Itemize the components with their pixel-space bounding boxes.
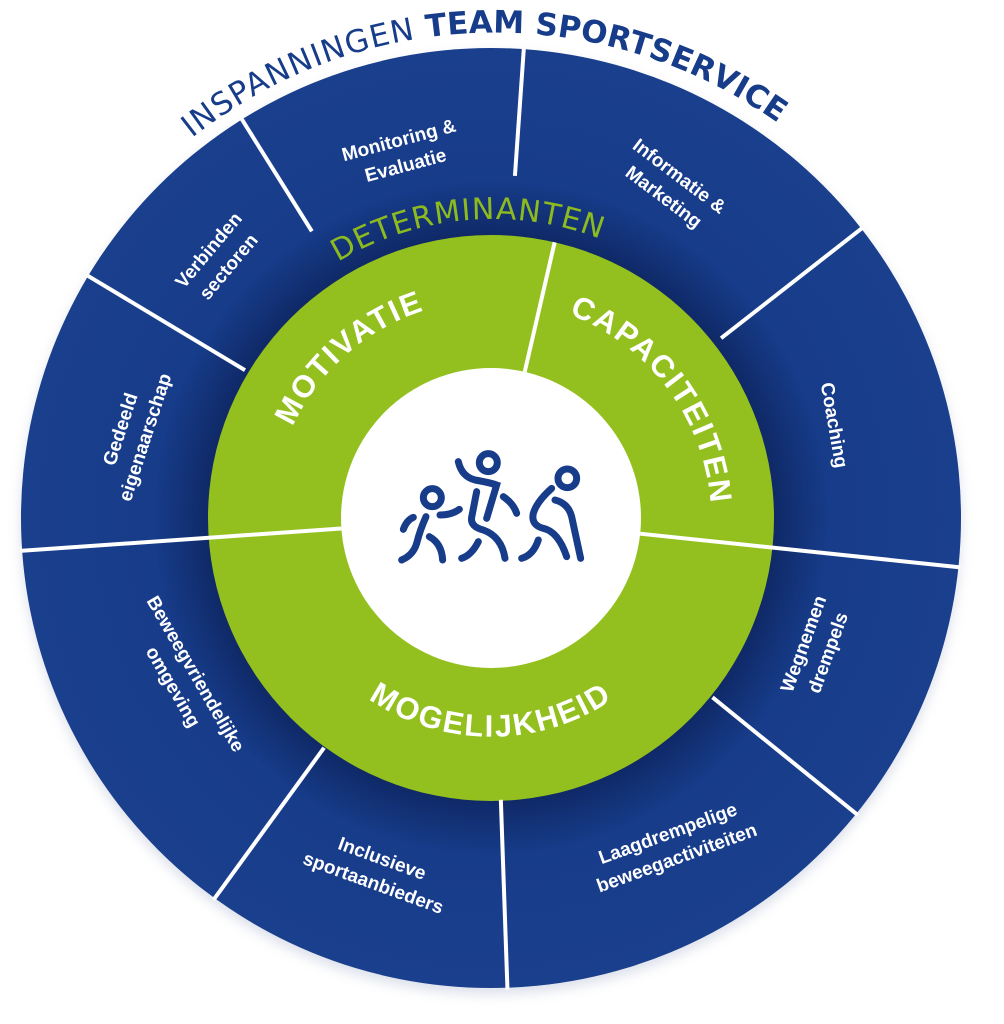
divider-line — [711, 695, 860, 817]
divider-line — [85, 273, 247, 372]
divider-line — [512, 47, 526, 176]
people-moving-icon — [398, 450, 585, 564]
center-circle — [341, 368, 641, 668]
divider-line — [20, 526, 342, 553]
divider-line — [498, 799, 510, 990]
divider-line — [639, 531, 961, 570]
segment-dividers — [20, 47, 961, 990]
divider-line — [719, 225, 865, 340]
divider-line — [522, 241, 557, 373]
divider-line — [239, 116, 314, 233]
divider-line — [211, 746, 326, 902]
